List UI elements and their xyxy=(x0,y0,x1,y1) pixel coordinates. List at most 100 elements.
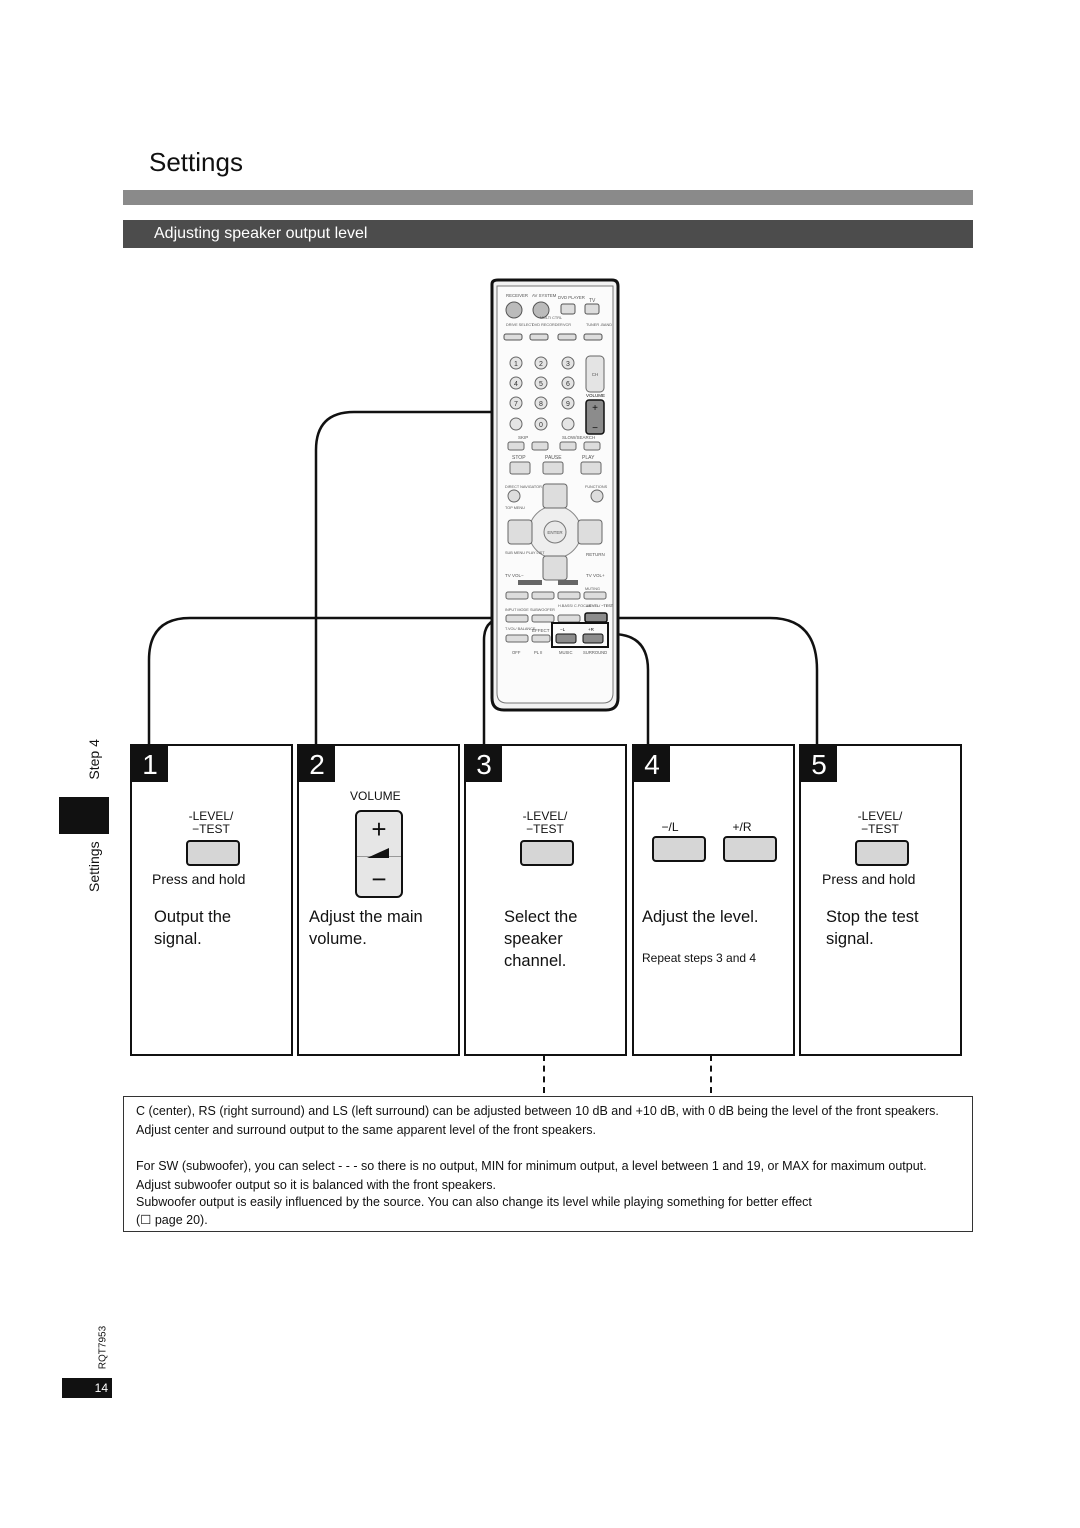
section-title: Adjusting speaker output level xyxy=(154,225,368,242)
note-page-ref: (☐ page 20). xyxy=(136,1213,208,1227)
step-description: Stop the test signal. xyxy=(826,908,919,948)
doc-code: RQT7953 xyxy=(97,1325,109,1370)
remote-label-enter: ENTER xyxy=(547,530,563,535)
key-5: 5 xyxy=(539,381,543,388)
level-test-label: -LEVEL/ −TEST xyxy=(857,809,903,836)
remote-label-receiver: RECEIVER xyxy=(506,293,528,298)
remote-label-tuner: TUNER -BAND xyxy=(586,323,612,327)
step-description: Select the speaker channel. xyxy=(504,908,578,970)
remote-label-tv-vol-minus: TV VOL− xyxy=(505,573,524,578)
volume-label: VOLUME xyxy=(350,789,401,803)
key-9: 9 xyxy=(566,401,570,408)
svg-text:+: + xyxy=(592,403,598,414)
remote-label-sub-menu: SUB MENU PLAY LIST xyxy=(505,551,545,555)
key-4: 4 xyxy=(514,381,518,388)
remote-label-volume: VOLUME xyxy=(586,393,605,398)
remote-label-stop: STOP xyxy=(512,455,526,461)
level-test-button[interactable] xyxy=(186,840,240,866)
remote-label-pl2: PL II xyxy=(534,650,542,655)
remote-label-play: PLAY xyxy=(582,455,595,461)
note-paragraph: For SW (subwoofer), you can select - - -… xyxy=(136,1159,927,1192)
sidebar-step: Step 4 xyxy=(86,739,102,780)
press-and-hold-text: Press and hold xyxy=(152,871,246,887)
remote-label-return: RETURN xyxy=(586,552,605,557)
remote-label-dvd-player: DVD PLAYER xyxy=(558,295,585,300)
page-number: 14 xyxy=(62,1378,112,1398)
level-test-label: -LEVEL/ −TEST xyxy=(188,809,234,836)
remote-label-ch: CH xyxy=(592,372,599,377)
remote-label-tvol: T.VOL/ BALANCE xyxy=(505,627,536,631)
remote-label-functions: FUNCTIONS xyxy=(585,485,608,489)
step-number: 4 xyxy=(634,746,670,782)
press-and-hold-text: Press and hold xyxy=(822,871,916,887)
remote-label-subwoofer: SUBWOOFER xyxy=(530,608,555,612)
step-description: Adjust the level. xyxy=(642,908,759,926)
level-test-label: -LEVEL/ −TEST xyxy=(522,809,568,836)
step-3-panel: 3 -LEVEL/ −TEST Select the speaker chann… xyxy=(464,744,627,1056)
minus-l-button[interactable] xyxy=(652,836,706,862)
step-marker xyxy=(59,797,109,834)
step-number: 2 xyxy=(299,746,335,782)
volume-button[interactable]: + − xyxy=(355,810,403,898)
remote-label-surround: SURROUND xyxy=(583,650,607,655)
step-2-panel: 2 VOLUME + − Adjust the main volume. xyxy=(297,744,460,1056)
remote-label-level-test: -LEVEL/ −TEST xyxy=(586,604,614,608)
remote-control: RECEIVER AV SYSTEM DVD PLAYER TV MULTI C… xyxy=(490,278,620,712)
repeat-note: Repeat steps 3 and 4 xyxy=(642,951,757,965)
key-0: 0 xyxy=(539,422,543,429)
remote-label-hbass: H.BASS/ C.FOCUS xyxy=(558,604,592,608)
remote-label-music: MUSIC xyxy=(559,650,573,655)
page-title: Settings xyxy=(149,147,243,177)
key-8: 8 xyxy=(539,401,543,408)
remote-label-multi-ctrl: MULTI CTRL xyxy=(540,316,562,320)
note-paragraph: C (center), RS (right surround) and LS (… xyxy=(136,1104,939,1137)
remote-label-effect: EFFECT xyxy=(532,628,550,633)
step-1-panel: 1 -LEVEL/ −TEST Press and hold Output th… xyxy=(130,744,293,1056)
plus-r-label: +/R xyxy=(732,820,752,834)
sidebar-labels: Settings Step 4 xyxy=(86,739,106,912)
sidebar-label: Settings xyxy=(86,841,102,892)
remote-label-dvd-rec: DVD RECORDER xyxy=(532,323,563,327)
step-number: 5 xyxy=(801,746,837,782)
step-description: Adjust the main volume. xyxy=(309,908,423,948)
minus-l-label: −/L xyxy=(661,820,679,834)
notes-box: C (center), RS (right surround) and LS (… xyxy=(123,1096,973,1232)
level-test-button[interactable] xyxy=(520,840,574,866)
step-number: 3 xyxy=(466,746,502,782)
volume-minus[interactable]: − xyxy=(371,864,387,894)
remote-label-off: OFF xyxy=(512,650,521,655)
header-bar xyxy=(123,190,973,205)
section-bar xyxy=(123,220,973,248)
level-test-button[interactable] xyxy=(855,840,909,866)
svg-text:−: − xyxy=(592,423,598,434)
key-6: 6 xyxy=(566,381,570,388)
remote-label-vcr: VCR xyxy=(563,323,571,327)
remote-label-minus-l: −L xyxy=(560,627,566,632)
step-5-panel: 5 -LEVEL/ −TEST Press and hold Stop the … xyxy=(799,744,962,1056)
step-number: 1 xyxy=(132,746,168,782)
remote-label-pause: PAUSE xyxy=(545,455,562,461)
key-2: 2 xyxy=(539,361,543,368)
key-1: 1 xyxy=(514,361,518,368)
note-paragraph: Subwoofer output is easily influenced by… xyxy=(136,1195,812,1209)
dashed-connector xyxy=(543,1055,545,1093)
remote-label-input-mode: INPUT MODE xyxy=(505,608,529,612)
remote-label-tv: TV xyxy=(589,298,596,304)
remote-label-tv-vol-plus: TV VOL+ xyxy=(586,573,605,578)
plus-r-button[interactable] xyxy=(723,836,777,862)
step-4-panel: 4 −/L +/R Adjust the level. Repeat steps… xyxy=(632,744,795,1056)
volume-plus[interactable]: + xyxy=(371,814,387,844)
remote-label-av-system: AV SYSTEM xyxy=(532,293,557,298)
remote-label-plus-r: +R xyxy=(588,627,595,632)
key-7: 7 xyxy=(514,401,518,408)
dashed-connector xyxy=(710,1055,712,1093)
remote-label-muting: MUTING xyxy=(585,587,600,591)
remote-label-slow: SLOW/SEARCH xyxy=(562,435,595,440)
step-description: Output the signal. xyxy=(154,908,232,948)
remote-label-top-menu: TOP MENU xyxy=(505,506,525,510)
volume-wedge-icon xyxy=(367,848,389,858)
remote-label-direct-nav: DIRECT NAVIGATOR xyxy=(505,485,542,489)
key-3: 3 xyxy=(566,361,570,368)
remote-label-skip: SKIP xyxy=(518,435,528,440)
remote-label-drive: DRIVE SELECT xyxy=(506,323,534,327)
